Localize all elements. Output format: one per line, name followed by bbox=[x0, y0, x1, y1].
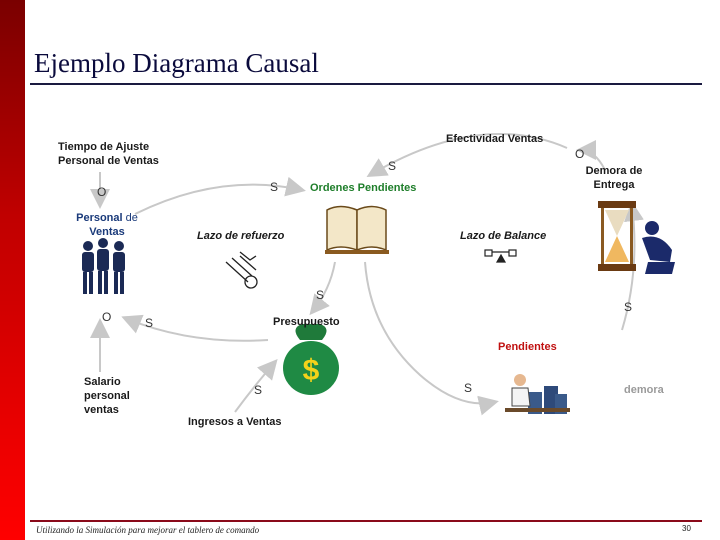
arrow-presupuesto-to-personal bbox=[121, 314, 269, 342]
sign-presupuesto-personal: S bbox=[145, 316, 154, 330]
arrow-ordenes-to-presupuesto bbox=[309, 261, 336, 316]
node-pendientes: Pendientes bbox=[498, 341, 557, 353]
arrow-ordenes-to-pendientes bbox=[364, 261, 499, 416]
node-personal-line1: Personal bbox=[76, 212, 123, 224]
arrow-demora-to-efectividad bbox=[576, 140, 606, 171]
node-personal-ventas: Personal de Ventas bbox=[68, 211, 146, 239]
page-number: 30 bbox=[682, 524, 691, 533]
node-salario-line3: ventas bbox=[84, 404, 119, 416]
page-title: Ejemplo Diagrama Causal bbox=[34, 48, 319, 78]
sign-ordenes-pendientes: S bbox=[464, 381, 473, 395]
node-tiempo-ajuste-line1: Tiempo de Ajuste bbox=[58, 141, 150, 153]
sign-salario-personal: O bbox=[102, 310, 112, 324]
loop-balance: Lazo de Balance bbox=[460, 230, 547, 242]
sign-ingresos-presupuesto: S bbox=[254, 383, 263, 397]
hourglass-icon bbox=[598, 201, 636, 271]
worker-icon bbox=[505, 374, 570, 414]
node-ingresos: Ingresos a Ventas bbox=[188, 416, 282, 428]
node-ordenes-pendientes: Ordenes Pendientes bbox=[310, 182, 417, 194]
left-accent-bar bbox=[0, 0, 25, 540]
node-personal-de: de bbox=[125, 212, 138, 224]
sign-tiempo-personal: O bbox=[97, 185, 107, 199]
svg-text:$: $ bbox=[303, 354, 320, 387]
node-efectividad: Efectividad Ventas bbox=[446, 133, 544, 145]
sign-pendientes-demora: S bbox=[624, 300, 633, 314]
node-presupuesto: Presupuesto bbox=[273, 316, 340, 328]
arrow-efectividad-to-ordenes bbox=[366, 133, 568, 178]
node-salario: Salario personal ventas bbox=[84, 375, 130, 417]
people-icon bbox=[82, 238, 125, 294]
node-demora: demora bbox=[624, 384, 664, 396]
footer-text: Utilizando la Simulación para mejorar el… bbox=[36, 525, 260, 535]
node-demora-entrega-line2: Entrega bbox=[593, 179, 635, 191]
node-demora-entrega: Demora de Entrega bbox=[578, 164, 650, 192]
arrow-ingresos-to-presupuesto bbox=[234, 358, 278, 413]
node-tiempo-ajuste: Tiempo de Ajuste Personal de Ventas bbox=[58, 140, 159, 168]
sign-efectividad-ordenes: S bbox=[388, 159, 397, 173]
scale-icon bbox=[484, 249, 517, 263]
title-divider bbox=[30, 83, 702, 85]
book-icon bbox=[325, 205, 389, 254]
node-tiempo-ajuste-line2: Personal de Ventas bbox=[58, 155, 159, 167]
hand-icon bbox=[225, 251, 258, 289]
node-demora-entrega-line1: Demora de bbox=[585, 165, 643, 177]
node-salario-line2: personal bbox=[84, 390, 130, 402]
arrow-personal-to-ordenes bbox=[134, 176, 306, 215]
sign-ordenes-presupuesto: S bbox=[316, 288, 325, 302]
loop-refuerzo: Lazo de refuerzo bbox=[197, 230, 285, 242]
sign-personal-ordenes: S bbox=[270, 180, 279, 194]
node-personal-line2: Ventas bbox=[89, 226, 125, 238]
node-salario-line1: Salario bbox=[84, 376, 121, 388]
money-bag-icon: $ bbox=[283, 324, 339, 395]
thinking-person-icon bbox=[642, 221, 675, 274]
footer-divider bbox=[30, 520, 702, 522]
sign-demora-efectividad: O bbox=[575, 147, 585, 161]
